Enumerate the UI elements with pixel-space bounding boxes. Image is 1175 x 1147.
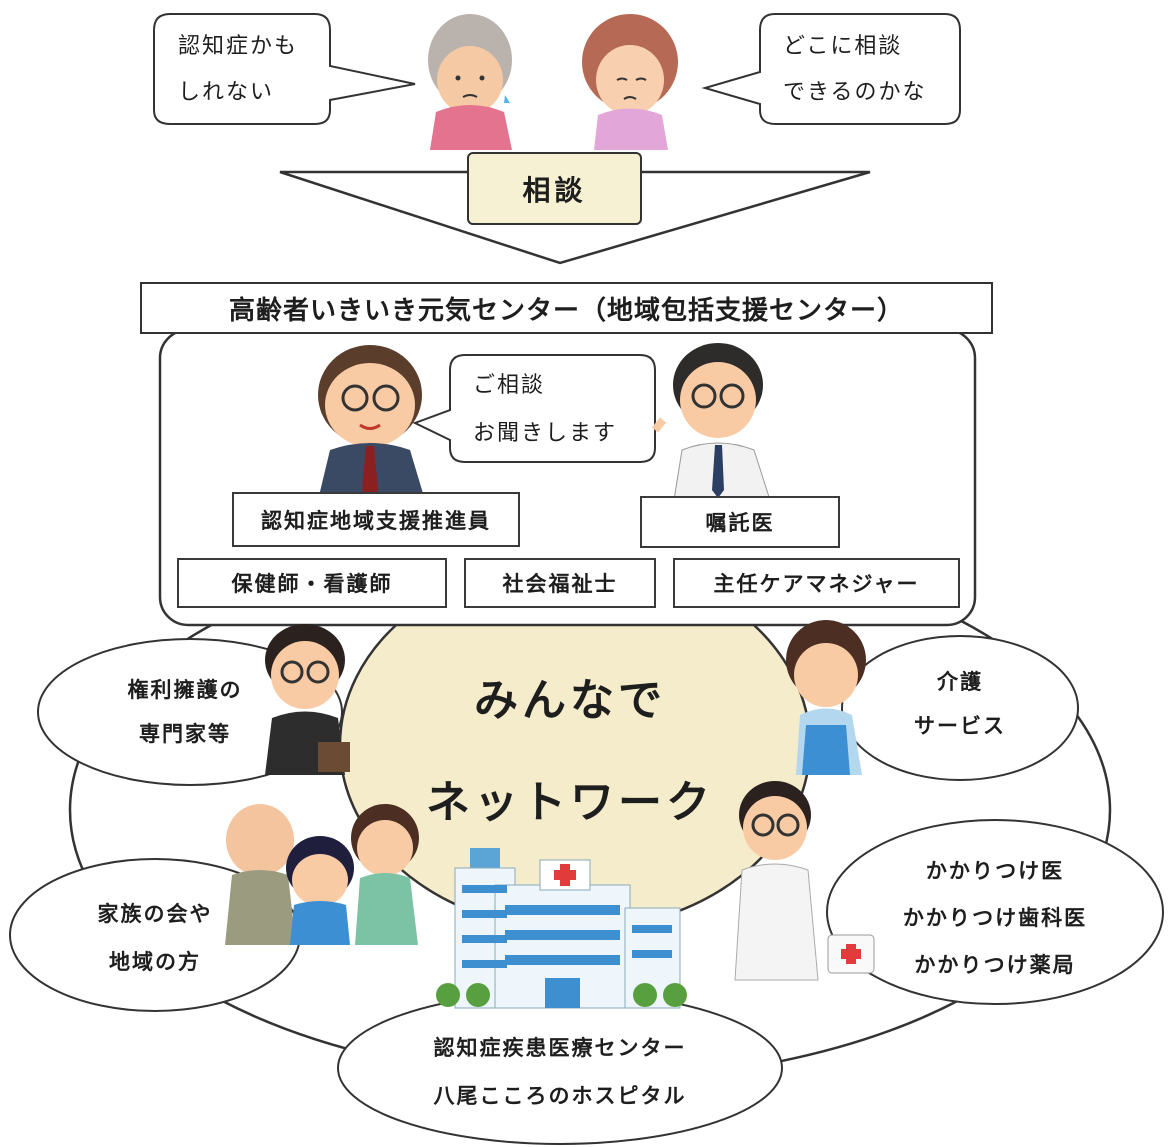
hospital-illustration <box>436 848 687 1009</box>
lawyer-illustration <box>265 624 350 775</box>
partner-hospital-line2: 八尾こころのホスピタル <box>433 1084 687 1108</box>
consulting-doctor-illustration <box>651 343 771 501</box>
network-title-line2: ネットワーク <box>426 777 714 828</box>
role-nurse-label: 保健師・看護師 <box>231 572 393 596</box>
speech-text-staff: ご相談 お聞きします <box>473 362 617 458</box>
role-dementia-support: 認知症地域支援推進員 <box>232 492 520 547</box>
partner-doctors-line2: かかりつけ歯科医 <box>902 906 1088 930</box>
network-title-line1: みんなで <box>474 675 666 726</box>
speech-text-right: どこに相談 できるのかな <box>783 24 927 116</box>
partner-doctors: かかりつけ医 かかりつけ歯科医 かかりつけ薬局 <box>880 848 1110 989</box>
role-dementia-support-label: 認知症地域支援推進員 <box>261 508 491 533</box>
speech-bubble-right <box>701 13 961 125</box>
consult-label: 相談 <box>522 173 587 207</box>
center-banner-text: 高齢者いきいき元気センター（地域包括支援センター） <box>228 295 904 326</box>
consult-label-box: 相談 <box>467 152 642 225</box>
speech-bubble-left <box>153 13 416 125</box>
speech-right-line1: どこに相談 <box>783 34 903 59</box>
role-care-manager: 主任ケアマネジャー <box>673 558 960 608</box>
role-consulting-doctor-label: 嘱託医 <box>705 511 775 535</box>
network-title: みんなで ネットワーク <box>390 650 750 854</box>
oval-doctors <box>826 819 1164 1005</box>
speech-text-left: 認知症かも しれない <box>178 24 298 116</box>
partner-care: 介護 サービス <box>880 660 1040 748</box>
partner-hospital-line1: 認知症疾患医療センター <box>433 1036 687 1060</box>
care-worker-illustration <box>786 620 866 775</box>
elderly-woman-illustration <box>428 14 512 150</box>
role-social-worker-label: 社会福祉士 <box>502 572 618 596</box>
speech-left-line2: しれない <box>178 80 275 105</box>
partner-family: 家族の会や 地域の方 <box>60 890 250 986</box>
family-illustration <box>225 804 419 945</box>
support-staff-illustration <box>318 345 425 500</box>
oval-care <box>841 635 1079 781</box>
role-nurse: 保健師・看護師 <box>177 558 447 608</box>
partner-hospital: 認知症疾患医療センター 八尾こころのホスピタル <box>385 1024 735 1120</box>
speech-left-line1: 認知症かも <box>178 34 299 59</box>
speech-bubble-staff <box>412 354 656 463</box>
partner-care-line1: 介護 <box>937 670 983 694</box>
partner-care-line2: サービス <box>914 714 1006 738</box>
speech-right-line2: できるのかな <box>783 80 927 105</box>
role-care-manager-label: 主任ケアマネジャー <box>713 572 920 596</box>
partner-family-line2: 地域の方 <box>109 950 201 974</box>
partner-rights-line1: 権利擁護の <box>127 678 243 702</box>
role-social-worker: 社会福祉士 <box>464 558 656 608</box>
partner-rights-line2: 専門家等 <box>139 722 231 746</box>
speech-staff-line2: お聞きします <box>473 421 618 446</box>
center-banner: 高齢者いきいき元気センター（地域包括支援センター） <box>140 282 993 334</box>
partner-doctors-line3: かかりつけ薬局 <box>914 953 1076 977</box>
partner-rights: 権利擁護の 専門家等 <box>95 668 275 756</box>
role-consulting-doctor: 嘱託医 <box>640 496 840 548</box>
family-doctor-illustration <box>734 781 875 981</box>
partner-family-line1: 家族の会や <box>97 902 213 926</box>
partner-doctors-line1: かかりつけ医 <box>925 859 1065 883</box>
oval-rights <box>37 638 343 786</box>
worried-woman-illustration <box>582 14 678 150</box>
speech-staff-line1: ご相談 <box>473 373 546 398</box>
